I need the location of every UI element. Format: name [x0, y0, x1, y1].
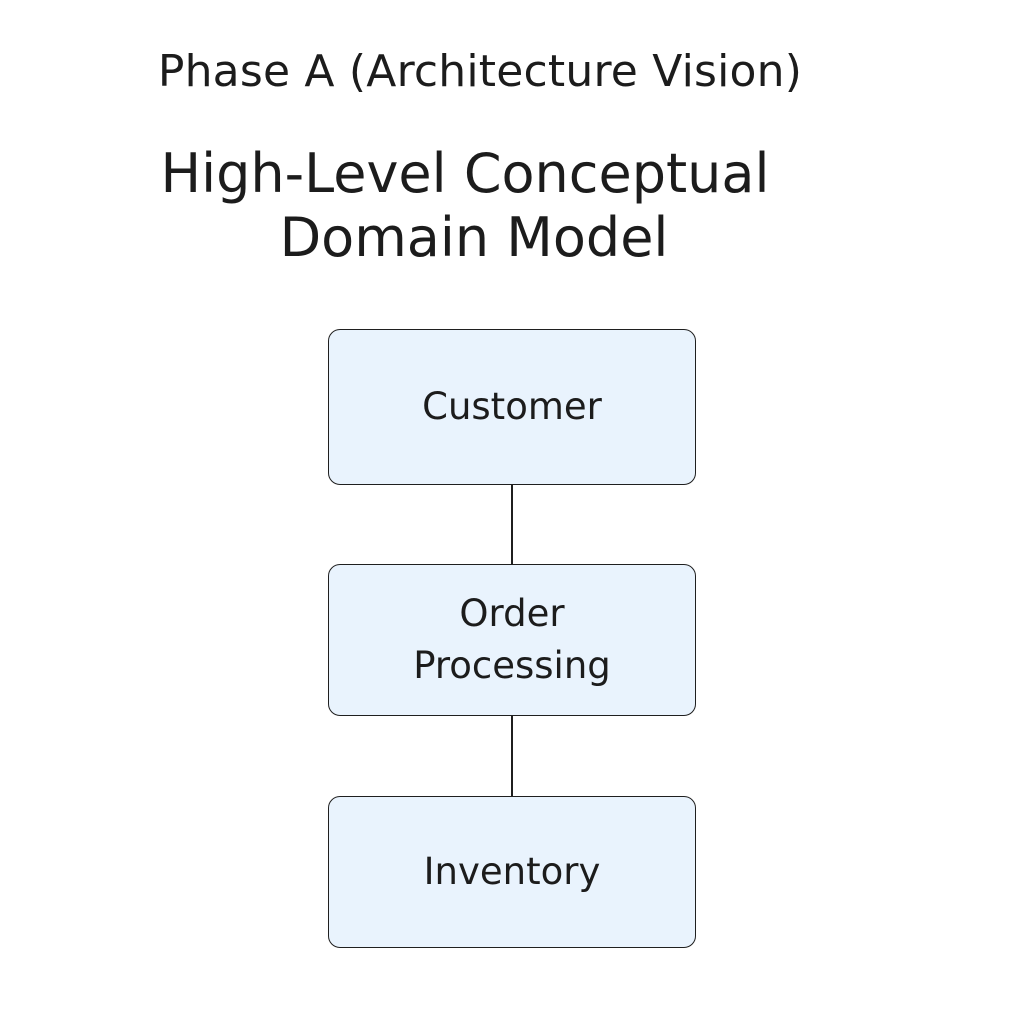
node-label: Inventory [424, 846, 601, 898]
node-label-line: Inventory [423, 850, 601, 893]
node-label: Order Processing [413, 588, 611, 692]
connector-customer-order-processing [511, 485, 513, 564]
connector-order-processing-inventory [511, 716, 513, 796]
page-title-line-1: High-Level Conceptual [160, 142, 770, 205]
node-inventory: Inventory [328, 796, 696, 948]
phase-title: Phase A (Architecture Vision) [157, 46, 803, 97]
node-label-line: Processing [413, 644, 611, 687]
page-title: High-Level Conceptual Domain Model [0, 142, 930, 270]
node-customer: Customer [328, 329, 696, 485]
node-order-processing: Order Processing [328, 564, 696, 716]
page-title-line-2: Domain Model [279, 206, 669, 269]
node-label-line: Order [459, 592, 565, 635]
node-label-line: Customer [422, 385, 602, 428]
node-label: Customer [422, 381, 602, 433]
